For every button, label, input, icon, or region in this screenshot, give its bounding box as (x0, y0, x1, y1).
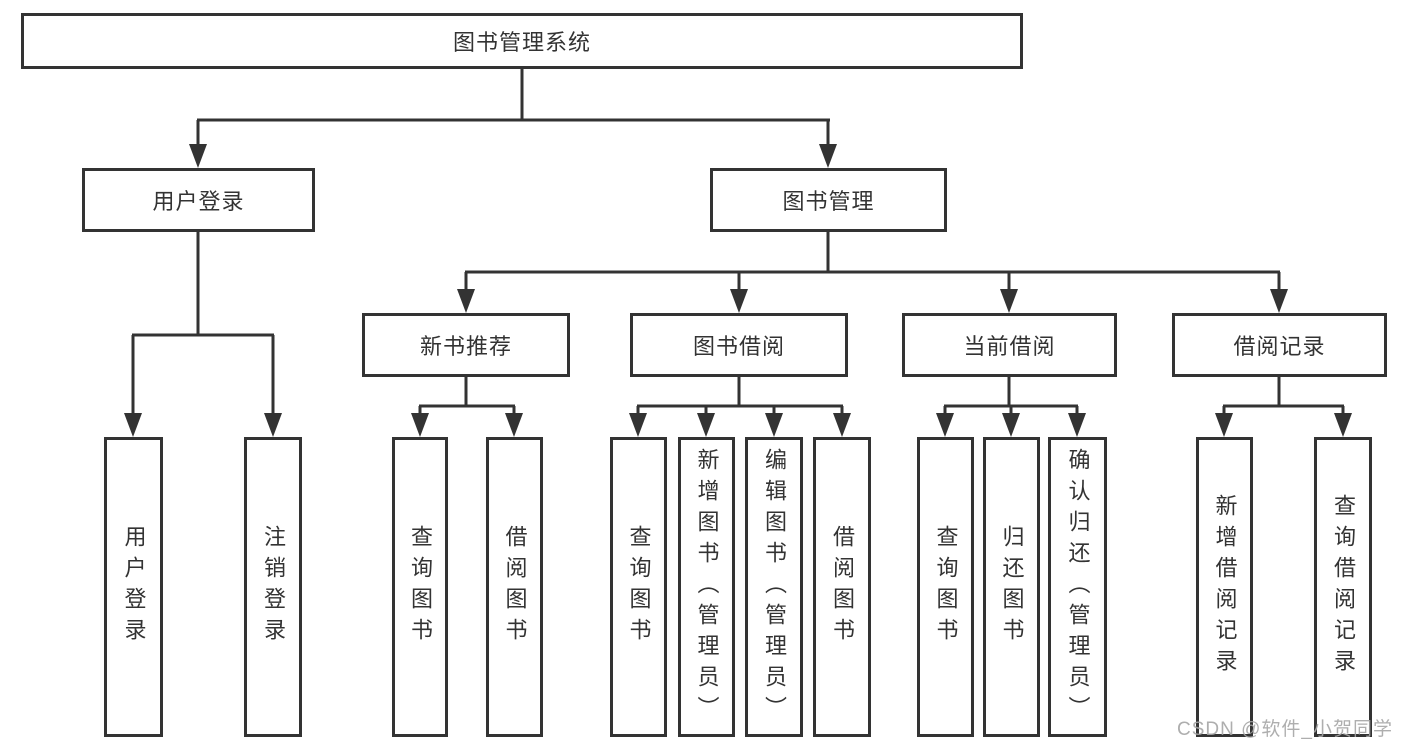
leaf-newbook-query-books: 查询图书 (392, 437, 448, 737)
leaf-current-return-books: 归还图书 (983, 437, 1040, 737)
node-current-borrowing: 当前借阅 (902, 313, 1117, 377)
leaf-records-query-record: 查询借阅记录 (1314, 437, 1372, 737)
leaf-records-add-record: 新增借阅记录 (1196, 437, 1253, 737)
node-new-book-recommend: 新书推荐 (362, 313, 570, 377)
leaf-logout: 注销登录 (244, 437, 302, 737)
csdn-watermark: CSDN @软件_小贺同学 (1177, 719, 1393, 740)
leaf-current-query-books: 查询图书 (917, 437, 974, 737)
leaf-borrowing-edit-books-admin: 编辑图书（管理员） (745, 437, 803, 737)
leaf-newbook-borrow-books: 借阅图书 (486, 437, 543, 737)
node-borrowing-records: 借阅记录 (1172, 313, 1387, 377)
node-book-management: 图书管理 (710, 168, 947, 232)
leaf-borrowing-query-books: 查询图书 (610, 437, 667, 737)
node-book-borrowing: 图书借阅 (630, 313, 848, 377)
leaf-borrowing-add-books-admin: 新增图书（管理员） (678, 437, 735, 737)
leaf-borrowing-borrow-books: 借阅图书 (813, 437, 871, 737)
node-root: 图书管理系统 (21, 13, 1023, 69)
leaf-user-login: 用户登录 (104, 437, 163, 737)
node-user-login: 用户登录 (82, 168, 315, 232)
leaf-current-confirm-return-admin: 确认归还（管理员） (1048, 437, 1107, 737)
